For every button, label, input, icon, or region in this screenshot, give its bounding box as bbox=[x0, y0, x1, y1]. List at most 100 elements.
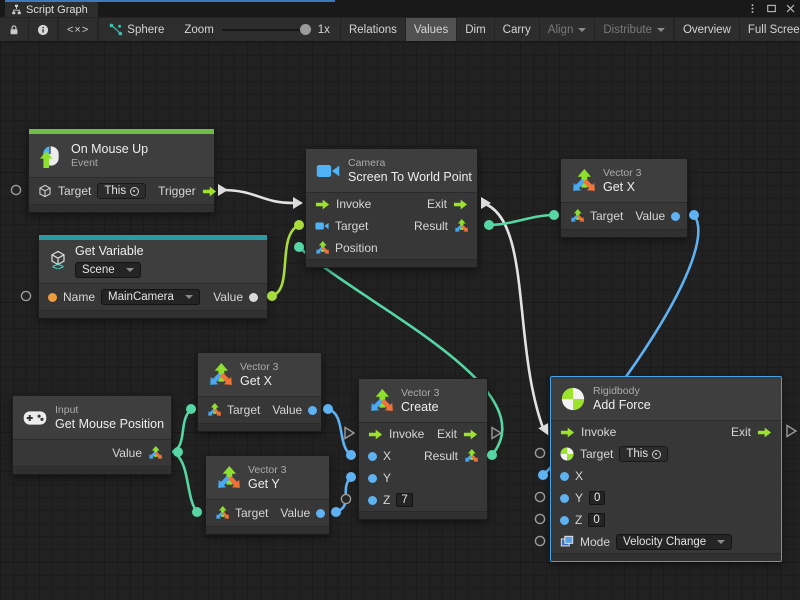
info-button[interactable] bbox=[29, 18, 58, 41]
flow-arrow-icon[interactable] bbox=[202, 184, 217, 199]
x-port-label: X bbox=[383, 449, 392, 463]
x-port[interactable] bbox=[560, 471, 569, 481]
exit-port-label: Exit bbox=[436, 427, 457, 441]
close-icon[interactable] bbox=[785, 3, 796, 14]
carry-button[interactable]: Carry bbox=[495, 18, 540, 41]
target-this-chip[interactable]: This bbox=[619, 446, 669, 462]
z-value-field[interactable]: 7 bbox=[396, 493, 413, 507]
flow-arrow-icon[interactable] bbox=[368, 427, 383, 442]
y-port[interactable] bbox=[368, 473, 377, 483]
node-footer bbox=[306, 259, 477, 267]
value-port[interactable] bbox=[249, 292, 258, 302]
node-title: Get Y bbox=[248, 476, 280, 491]
node-footer bbox=[13, 466, 171, 474]
values-button[interactable]: Values bbox=[405, 18, 458, 41]
zoom-label: Zoom bbox=[184, 23, 214, 36]
node-footer bbox=[29, 204, 214, 212]
node-category: Input bbox=[55, 404, 79, 416]
trigger-port-label: Trigger bbox=[158, 184, 196, 198]
flow-arrow-icon[interactable] bbox=[453, 197, 468, 212]
relations-button[interactable]: Relations bbox=[341, 18, 406, 41]
result-port-label: Result bbox=[423, 449, 458, 463]
position-port-label: Position bbox=[335, 241, 378, 255]
graph-icon bbox=[11, 4, 22, 15]
variable-name-dropdown[interactable]: MainCamera bbox=[101, 289, 200, 305]
tab-title: Script Graph bbox=[26, 3, 88, 16]
node-footer bbox=[39, 310, 267, 318]
node-title: Get X bbox=[240, 373, 272, 388]
node-title: Add Force bbox=[593, 397, 651, 412]
distribute-dropdown[interactable]: Distribute bbox=[595, 18, 674, 41]
zoom-slider[interactable] bbox=[221, 23, 311, 35]
node-footer bbox=[198, 423, 321, 431]
node-vector3-create[interactable]: Vector 3 Create Invoke Exit X Result bbox=[358, 378, 488, 520]
fullscreen-button[interactable]: Full Screen bbox=[747, 23, 800, 36]
node-title: On Mouse Up bbox=[71, 142, 149, 156]
zoom-slider-knob[interactable] bbox=[299, 23, 311, 35]
z-value-field[interactable]: 0 bbox=[588, 513, 605, 527]
chevron-down-icon bbox=[717, 540, 726, 544]
node-get-variable[interactable]: <> Get Variable Scene Name MainCamera Va… bbox=[38, 234, 268, 319]
node-get-x[interactable]: Vector 3 Get X Target Value bbox=[197, 352, 322, 432]
graph-reference[interactable]: Sphere bbox=[99, 18, 174, 41]
vector3-icon[interactable] bbox=[454, 219, 468, 233]
invoke-port-label: Invoke bbox=[581, 425, 617, 439]
camera-icon[interactable] bbox=[315, 219, 329, 233]
value-port[interactable] bbox=[316, 508, 326, 518]
y-port[interactable] bbox=[560, 493, 569, 503]
vector3-icon[interactable] bbox=[570, 209, 584, 223]
node-category: Vector 3 bbox=[240, 361, 279, 373]
vector3-icon[interactable] bbox=[207, 403, 221, 417]
y-port-label: Y bbox=[575, 491, 584, 505]
value-port[interactable] bbox=[308, 405, 318, 415]
value-port[interactable] bbox=[671, 211, 681, 221]
tab-script-graph[interactable]: Script Graph bbox=[5, 2, 98, 17]
titlebar: Script Graph bbox=[0, 0, 800, 17]
vector3-icon[interactable] bbox=[464, 449, 478, 463]
dim-button[interactable]: Dim bbox=[457, 18, 495, 41]
flow-arrow-icon[interactable] bbox=[315, 197, 330, 212]
vector3-icon[interactable] bbox=[215, 506, 229, 520]
target-port-label: Target bbox=[580, 447, 614, 461]
mouse-up-icon bbox=[39, 144, 63, 168]
maximize-icon[interactable] bbox=[766, 3, 777, 14]
vector3-icon bbox=[369, 389, 393, 413]
overview-button[interactable]: Overview bbox=[675, 18, 740, 41]
node-get-mouse-position[interactable]: Input Get Mouse Position Value bbox=[12, 395, 172, 475]
z-port[interactable] bbox=[368, 495, 377, 505]
node-on-mouse-up[interactable]: On Mouse Up Event Target This Trigger bbox=[28, 128, 215, 213]
target-port-label: Target bbox=[227, 403, 261, 417]
name-port[interactable] bbox=[48, 292, 57, 302]
node-screen-to-world-point[interactable]: Camera Screen To World Point Invoke Exit… bbox=[305, 148, 478, 268]
flow-arrow-icon[interactable] bbox=[463, 427, 478, 442]
value-port-label: Value bbox=[272, 403, 303, 417]
target-this-chip[interactable]: This bbox=[97, 183, 147, 199]
rigidbody-icon[interactable] bbox=[560, 447, 574, 461]
vector3-icon[interactable] bbox=[315, 241, 329, 255]
enum-mode-icon[interactable] bbox=[560, 535, 574, 549]
y-value-field[interactable]: 0 bbox=[589, 491, 606, 505]
code-tag-button[interactable]: <×> bbox=[59, 18, 99, 41]
name-port-label: Name bbox=[63, 290, 96, 304]
z-port-label: Z bbox=[575, 513, 583, 527]
graph-canvas[interactable]: On Mouse Up Event Target This Trigger <> bbox=[0, 42, 800, 600]
node-get-x-right[interactable]: Vector 3 Get X Target Value bbox=[560, 158, 688, 238]
align-dropdown[interactable]: Align bbox=[540, 18, 596, 41]
variable-scope-dropdown[interactable]: Scene bbox=[75, 261, 141, 278]
node-get-y[interactable]: Vector 3 Get Y Target Value bbox=[205, 455, 330, 535]
gamepad-icon bbox=[23, 410, 47, 426]
node-category: Vector 3 bbox=[603, 167, 642, 179]
flow-arrow-icon[interactable] bbox=[757, 425, 772, 440]
lock-button[interactable] bbox=[0, 18, 29, 41]
value-port-label: Value bbox=[635, 209, 666, 223]
z-port[interactable] bbox=[560, 515, 569, 525]
vector3-icon bbox=[571, 169, 595, 193]
x-port[interactable] bbox=[368, 451, 377, 461]
menu-kebab-icon[interactable] bbox=[747, 3, 758, 14]
vector3-icon[interactable] bbox=[148, 446, 162, 460]
flow-arrow-icon[interactable] bbox=[560, 425, 575, 440]
object-picker-icon bbox=[130, 186, 140, 196]
target-port-label: Target bbox=[235, 506, 269, 520]
node-add-force[interactable]: Rigidbody Add Force Invoke Exit Target T… bbox=[550, 376, 782, 562]
mode-dropdown[interactable]: Velocity Change bbox=[616, 534, 733, 550]
